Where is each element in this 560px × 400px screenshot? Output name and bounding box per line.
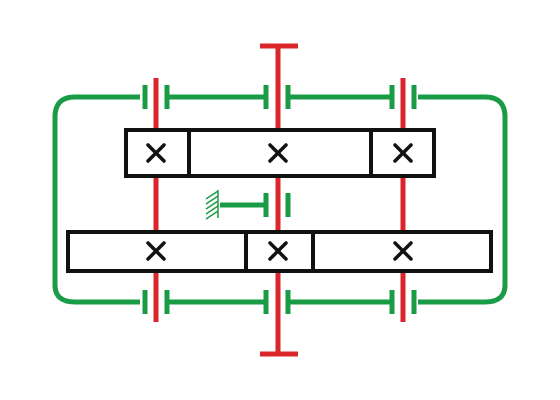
x-mark-icon: [268, 143, 288, 163]
x-mark-icon: [268, 241, 288, 261]
shafts: [153, 43, 406, 357]
clutch-linkage-group: [52, 94, 508, 305]
x-mark-icon: [146, 241, 166, 261]
ground-hatch-icon: [205, 190, 219, 220]
x-mark-icon: [393, 143, 413, 163]
x-mark-icon: [393, 241, 413, 261]
outer-loop-left: [52, 94, 140, 305]
outer-loop-right: [418, 94, 508, 305]
x-mark-icon: [146, 143, 166, 163]
x-marks: [146, 143, 413, 261]
clutch-plates: [142, 85, 417, 314]
